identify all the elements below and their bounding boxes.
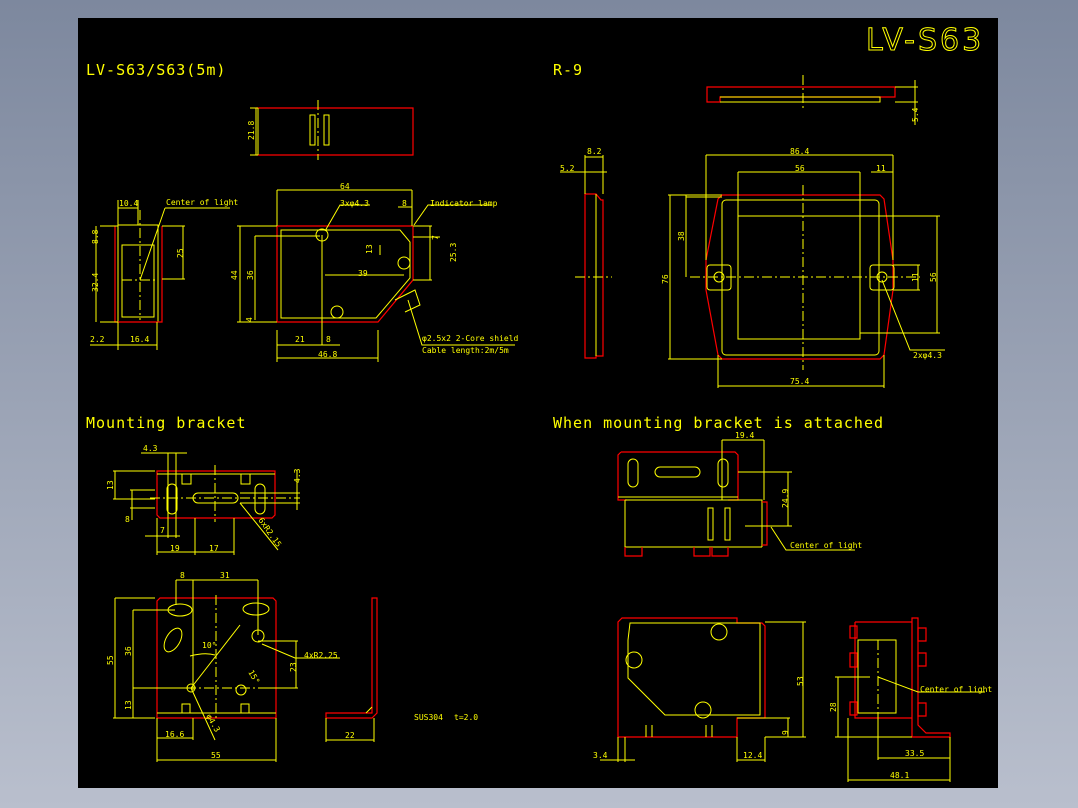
dim-label: 76 — [661, 274, 670, 284]
bracket-top-view: 4.3 13 8 4.3 7 19 17 6xR2.15 — [106, 444, 302, 555]
section-title-attached: When mounting bracket is attached — [553, 414, 884, 432]
dim-label: 19.4 — [735, 431, 754, 440]
attached-section: When mounting bracket is attached 19.4 2… — [553, 414, 992, 782]
dim-label: 8 — [180, 571, 185, 580]
dim-label: 8 — [326, 335, 331, 344]
dim-label: 21 — [295, 335, 305, 344]
dim-label: 55 — [106, 655, 115, 665]
dim-label: 56 — [929, 272, 938, 282]
dim-label: 33.5 — [905, 749, 924, 758]
dim-label: 9 — [781, 730, 790, 735]
dim-label: 24.9 — [781, 489, 790, 508]
dim-label: 13 — [365, 244, 374, 254]
dim-label: 4.3 — [143, 444, 158, 453]
dim-label: 56 — [795, 164, 805, 173]
dim-label: 8.2 — [587, 147, 602, 156]
drawing-title: LV-S63 — [866, 23, 984, 58]
reflector-front-view: 86.4 56 11 38 76 11 56 2xφ4.3 75.4 — [661, 147, 945, 388]
attached-side-view: 28 Center of light 33.5 48.1 — [829, 617, 992, 782]
dim-label: 64 — [340, 182, 350, 191]
dim-label: 31 — [220, 571, 230, 580]
sensor-side-view: 10.4 Center of light 8.8 25 32.4 2.2 16.… — [90, 198, 238, 350]
dim-label: 2.2 — [90, 335, 105, 344]
dim-label: 11 — [876, 164, 886, 173]
bracket-front-view: 8 31 55 36 13 10° 15° 4xR2.25 23 φ4.3 16… — [106, 571, 340, 762]
section-title-bracket: Mounting bracket — [86, 414, 247, 432]
attached-front-view: 53 9 3.4 12.4 — [593, 617, 806, 762]
dim-label: 15° — [246, 669, 261, 686]
bracket-section: Mounting bracket 4.3 13 8 4.3 7 19 17 6x… — [86, 414, 478, 762]
reflector-section: R-9 5.4 8.2 5.2 86.4 56 11 38 76 — [553, 61, 945, 388]
section-title-sensor: LV-S63/S63(5m) — [86, 61, 226, 79]
dim-label: 8 — [125, 515, 130, 524]
dim-label: 36 — [246, 270, 255, 280]
dim-label: 7 — [431, 235, 440, 240]
dim-label: 17 — [209, 544, 219, 553]
reflector-top-view: 5.4 — [706, 75, 920, 125]
callout-label: Indicator lamp — [430, 199, 498, 208]
dim-label: 38 — [677, 231, 686, 241]
section-title-reflector: R-9 — [553, 61, 583, 79]
dim-label: 21.8 — [247, 121, 256, 140]
dim-label: 39 — [358, 269, 368, 278]
dim-label: 11 — [911, 272, 920, 282]
dim-label: 19 — [170, 544, 180, 553]
drawing-sheet — [78, 18, 998, 788]
dim-label: 44 — [230, 270, 239, 280]
dim-label: 13 — [106, 480, 115, 490]
callout-label: φ2.5x2 2-Core shield — [422, 334, 519, 343]
dim-label: 8.8 — [91, 229, 100, 244]
dim-label: 25.3 — [449, 243, 458, 262]
dim-label: 8 — [402, 199, 407, 208]
dim-label: 5.4 — [911, 107, 920, 122]
dim-label: 7 — [160, 526, 165, 535]
callout-label: 4xR2.25 — [304, 651, 338, 660]
bracket-side-view: 22 SUS304 t=2.0 — [325, 597, 478, 742]
callout-label: 6xR2.15 — [256, 516, 283, 549]
material-label: SUS304 — [414, 713, 443, 722]
dim-label: 28 — [829, 702, 838, 712]
dim-label: 4.3 — [293, 468, 302, 483]
dim-label: 16.4 — [130, 335, 149, 344]
dim-label: 13 — [124, 700, 133, 710]
dim-label: 10° — [202, 641, 216, 650]
dim-label: 46.8 — [318, 350, 337, 359]
sensor-section: LV-S63/S63(5m) 21.8 10.4 Center of light… — [86, 61, 519, 362]
dim-label: 4 — [245, 317, 254, 322]
dim-label: 22 — [345, 731, 355, 740]
attached-top-view: 19.4 24.9 Center of light — [617, 431, 862, 557]
sensor-front-view: 64 3xφ4.3 8 Indicator lamp 7 25.3 44 36 … — [230, 182, 519, 362]
dim-label: 3.4 — [593, 751, 608, 760]
dim-label: 16.6 — [165, 730, 184, 739]
dim-label: 55 — [211, 751, 221, 760]
dim-label: 25 — [176, 248, 185, 258]
dim-label: 36 — [124, 646, 133, 656]
dim-label: 75.4 — [790, 377, 809, 386]
dim-label: 12.4 — [743, 751, 762, 760]
dim-label: 32.4 — [91, 273, 100, 292]
dim-label: 10.4 — [119, 199, 138, 208]
reflector-side-view: 8.2 5.2 — [560, 147, 612, 359]
dim-label: 5.2 — [560, 164, 575, 173]
callout-label: 3xφ4.3 — [340, 199, 369, 208]
sensor-top-view: 21.8 — [247, 100, 414, 160]
callout-label: Center of light — [790, 541, 862, 550]
callout-label: Center of light — [166, 198, 238, 207]
callout-label: Center of light — [920, 685, 992, 694]
dim-label: 48.1 — [890, 771, 909, 780]
dim-label: 23 — [289, 662, 298, 672]
callout-label: 2xφ4.3 — [913, 351, 942, 360]
callout-label: Cable length:2m/5m — [422, 346, 509, 355]
dim-label: 86.4 — [790, 147, 809, 156]
thickness-label: t=2.0 — [454, 713, 478, 722]
dim-label: 53 — [796, 676, 805, 686]
